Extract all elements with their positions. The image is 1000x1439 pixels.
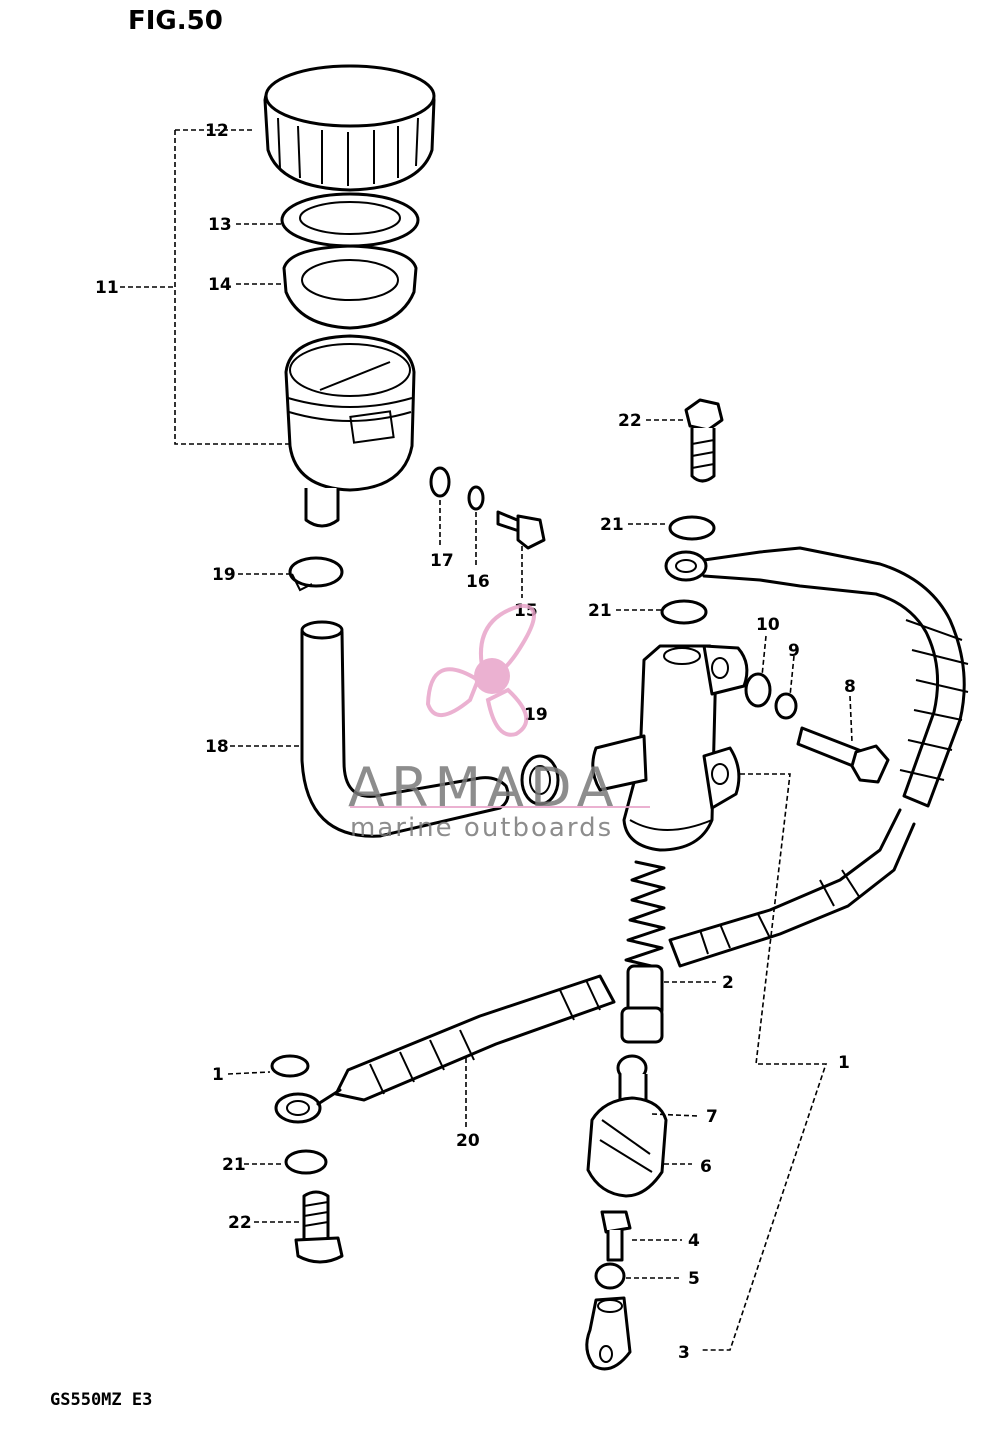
leader-lines [120, 129, 853, 1351]
callout-20: 20 [456, 1131, 480, 1151]
callout-21-lower-b: 21 [222, 1155, 246, 1175]
union-bolt-22-bottom [294, 1190, 344, 1264]
reservoir-hose [300, 630, 510, 838]
bolt-15 [496, 510, 546, 550]
lock-washer-9 [774, 692, 798, 720]
model-code: GS550MZ E3 [50, 1390, 152, 1410]
callout-11: 11 [95, 278, 119, 298]
washer-21-upper [668, 515, 716, 541]
push-rod [600, 1210, 632, 1262]
callout-17: 17 [430, 551, 454, 571]
reservoir-cap [263, 64, 436, 192]
propeller-logo-icon [425, 603, 536, 737]
callout-10: 10 [756, 615, 780, 635]
washer-21-lower-b [284, 1149, 328, 1175]
callout-21-lower-a: 1 [212, 1065, 224, 1085]
bolt-8 [796, 726, 890, 784]
washer-21-middle [660, 599, 708, 625]
watermark-brand: ARMADA [348, 756, 620, 819]
lock-washer-16 [467, 485, 485, 511]
callouts: 12 13 14 11 17 16 15 19 18 19 22 21 21 1… [95, 121, 856, 1363]
callout-12: 12 [205, 121, 229, 141]
armada-watermark: ARMADA marine outboards [348, 603, 650, 843]
hose-clip-19a [288, 556, 344, 592]
callout-22-top: 22 [618, 411, 642, 431]
callout-19-upper: 19 [212, 565, 236, 585]
callout-13: 13 [208, 215, 232, 235]
clevis [585, 1296, 632, 1371]
washer-21-lower-a [270, 1054, 310, 1078]
callout-21-middle: 21 [588, 601, 612, 621]
callout-6: 6 [700, 1157, 712, 1177]
locknut [594, 1262, 626, 1290]
hose-clip-19b [520, 754, 560, 806]
callout-4: 4 [688, 1231, 700, 1251]
callout-21-upper: 21 [600, 515, 624, 535]
callout-19-lower: 19 [524, 705, 548, 725]
diaphragm-plate [280, 192, 420, 248]
callout-5: 5 [688, 1269, 700, 1289]
piston-assembly [586, 1054, 668, 1198]
callout-3: 3 [678, 1343, 690, 1363]
callout-7: 7 [706, 1107, 718, 1127]
watermark-tagline: marine outboards [350, 813, 613, 843]
callout-18: 18 [205, 737, 229, 757]
washer-17 [429, 466, 451, 498]
washer-10 [744, 672, 772, 708]
callout-8: 8 [844, 677, 856, 697]
callout-22-bottom: 22 [228, 1213, 252, 1233]
reservoir-tank [284, 334, 416, 528]
figure-title: FIG.50 [128, 6, 223, 36]
diaphragm [282, 244, 418, 330]
return-spring [620, 860, 666, 1044]
callout-9: 9 [788, 641, 800, 661]
callout-1: 1 [838, 1053, 850, 1073]
master-cylinder-body [591, 644, 749, 852]
callout-2: 2 [722, 973, 734, 993]
callout-14: 14 [208, 275, 232, 295]
hose-end [300, 620, 344, 640]
lower-brake-hose [274, 974, 616, 1124]
union-bolt-22-top [684, 398, 724, 483]
callout-16: 16 [466, 572, 490, 592]
upper-brake-hose [664, 546, 969, 968]
